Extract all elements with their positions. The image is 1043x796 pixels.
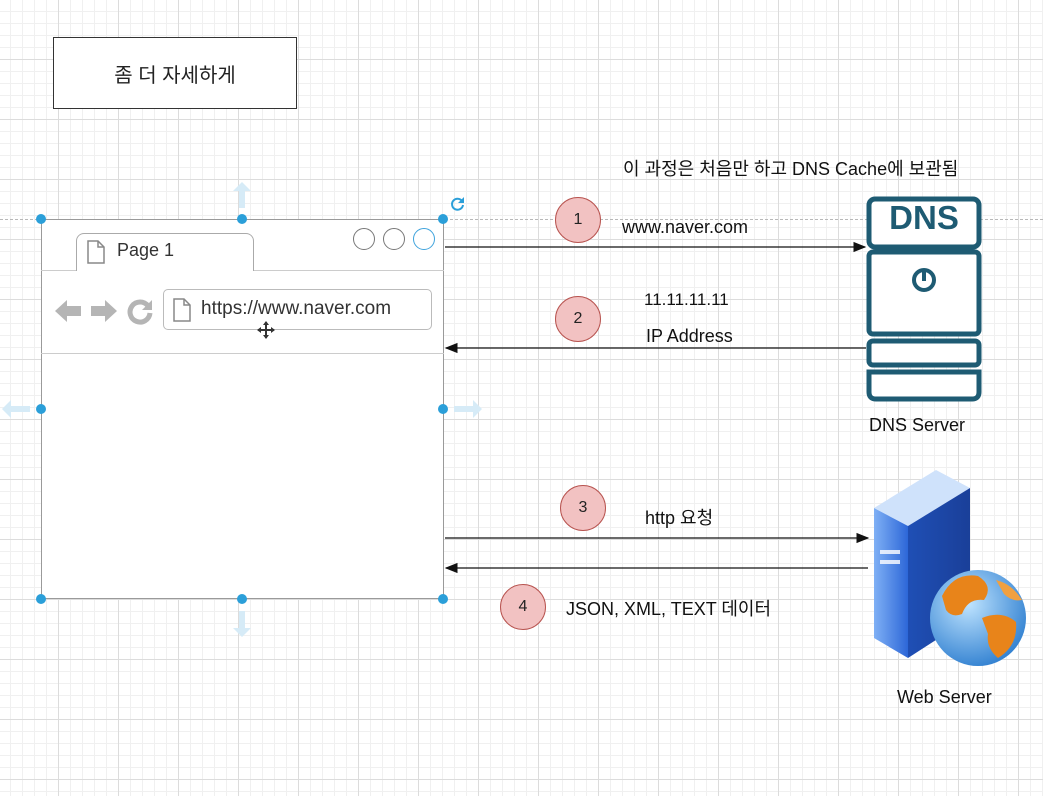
step-2-label-ip: 11.11.11.11 [644,290,729,309]
connect-arrow-left-icon[interactable] [2,400,30,418]
rotate-icon[interactable] [450,196,466,212]
step-4-circle: 4 [500,584,546,630]
tab-label: Page 1 [117,240,175,260]
guide-line [0,219,1043,220]
title-box: 좀 더 자세하게 [53,37,297,109]
cache-note: 이 과정은 처음만 하고 DNS Cache에 보관됨 [623,159,959,179]
connect-arrow-right-icon[interactable] [454,400,482,418]
step-2-label-desc: IP Address [646,326,733,346]
toolbar-divider [41,353,444,354]
dns-icon-text: DNS [889,199,959,236]
url-text: https://www.naver.com [201,298,392,319]
move-cursor-icon [257,321,275,339]
step-3-circle: 3 [560,485,606,531]
forward-arrow-icon[interactable] [90,297,118,325]
web-server-label: Web Server [897,687,992,707]
refresh-icon[interactable] [126,297,154,325]
connect-arrow-down-icon[interactable] [233,611,251,637]
step-4-label: JSON, XML, TEXT 데이터 [566,599,772,619]
selection-handle[interactable] [438,404,448,414]
selection-handle[interactable] [36,594,46,604]
selection-handle[interactable] [36,404,46,414]
back-arrow-icon[interactable] [54,297,82,325]
step-3-label: http 요청 [645,508,714,528]
step-4-number: 4 [518,598,528,615]
selection-handle[interactable] [36,214,46,224]
page-icon [87,240,105,264]
selection-handle[interactable] [237,594,247,604]
selection-handle[interactable] [438,214,448,224]
url-bar[interactable] [163,289,432,330]
window-button-2[interactable] [383,228,405,250]
selection-handle[interactable] [237,214,247,224]
web-server-icon [874,470,1026,666]
url-page-icon [173,298,191,322]
dns-server-label: DNS Server [869,415,966,435]
browser-tab[interactable] [76,233,254,271]
step-1-circle: 1 [555,197,601,243]
connect-arrow-up-icon[interactable] [233,182,251,208]
selection-handle[interactable] [438,594,448,604]
window-button-3[interactable] [413,228,435,250]
step-1-number: 1 [573,211,583,228]
title-text: 좀 더 자세하게 [114,64,236,87]
window-button-1[interactable] [353,228,375,250]
dns-server-icon [866,196,982,402]
tab-gap [77,269,253,273]
step-1-label: www.naver.com [622,217,749,237]
step-2-number: 2 [573,310,583,327]
step-2-circle: 2 [555,296,601,342]
step-3-number: 3 [578,499,588,516]
